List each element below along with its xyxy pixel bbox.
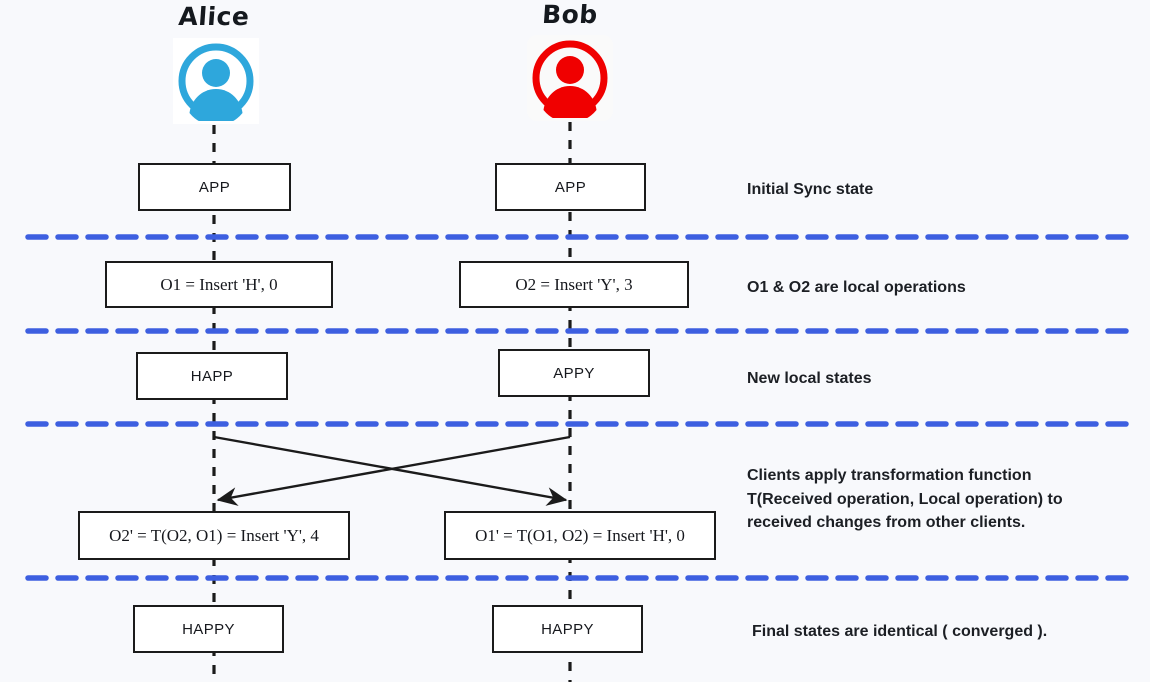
annotation-initial: Initial Sync state [747,181,874,198]
box-bob-initial[interactable]: APP [495,163,646,211]
arrow-alice-to-bob [213,435,568,506]
annotation-transformation: Clients apply transformation function T(… [747,467,1063,532]
box-bob-final[interactable]: HAPPY [492,605,643,653]
participant-name-alice: Alice [177,2,251,31]
box-bob-new-state[interactable]: APPY [498,349,650,397]
annotation-new-local-states: New local states [747,370,872,387]
box-alice-initial[interactable]: APP [138,163,291,211]
participant-name-bob: Bob [541,0,599,29]
person-avatar-icon [178,43,254,121]
box-alice-new-state[interactable]: HAPP [136,352,288,400]
box-bob-operation[interactable]: O2 = Insert 'Y', 3 [459,261,689,308]
annotation-converged: Final states are identical ( converged )… [752,623,1048,640]
box-bob-transformed[interactable]: O1' = T(O1, O2) = Insert 'H', 0 [444,511,716,560]
box-alice-final[interactable]: HAPPY [133,605,284,653]
avatar-alice [173,38,259,124]
person-avatar-icon [532,40,608,118]
arrow-bob-to-alice [216,435,571,506]
box-alice-transformed[interactable]: O2' = T(O2, O1) = Insert 'Y', 4 [78,511,350,560]
annotation-local-operations: O1 & O2 are local operations [747,279,966,296]
box-alice-operation[interactable]: O1 = Insert 'H', 0 [105,261,333,308]
avatar-bob [527,35,613,121]
